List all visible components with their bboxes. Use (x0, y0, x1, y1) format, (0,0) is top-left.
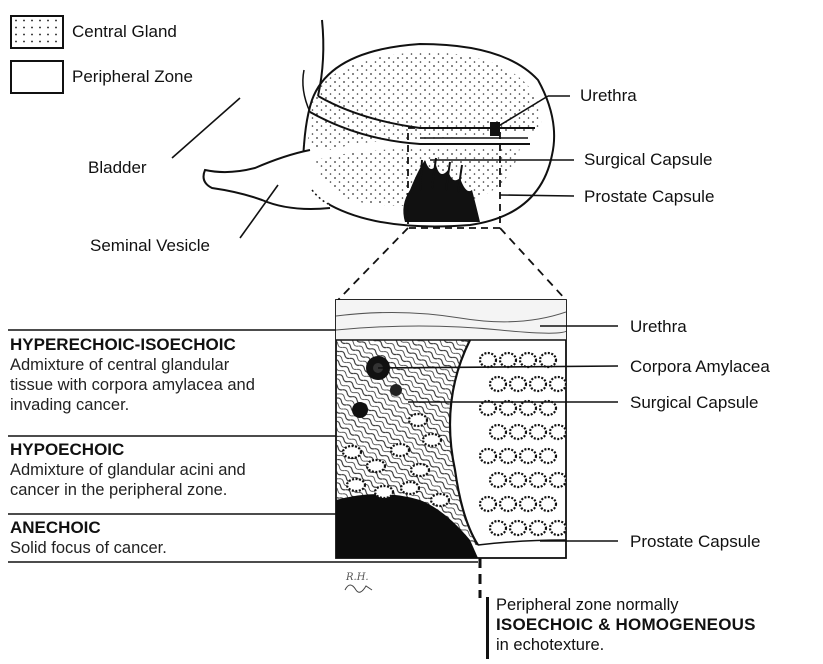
acinus (540, 353, 556, 367)
acinus (500, 353, 516, 367)
acinus (500, 449, 516, 463)
echo-zone-heading: ANECHOIC (10, 518, 167, 538)
corpora-amylacea-label: Corpora Amylacea (630, 357, 770, 377)
acinus (520, 353, 536, 367)
acinus (550, 473, 566, 487)
urethra-top-label: Urethra (580, 86, 637, 106)
prostate-capsule-detail-label: Prostate Capsule (630, 532, 760, 552)
acinus (530, 521, 546, 535)
echo-zone-line: invading cancer. (10, 395, 255, 415)
acinus (401, 482, 419, 494)
legend-central-gland-label: Central Gland (72, 22, 177, 42)
acinus (347, 479, 365, 491)
note-line3: in echotexture. (496, 635, 756, 655)
acinus (520, 497, 536, 511)
acinus (500, 497, 516, 511)
echo-zone-line: Admixture of central glandular (10, 355, 255, 375)
acinus (550, 425, 566, 439)
acinus (480, 353, 496, 367)
tissue-detail-panel (336, 300, 568, 558)
acinus (490, 377, 506, 391)
artist-signature-mark (345, 585, 372, 592)
acinus (391, 444, 409, 456)
acinus (411, 464, 429, 476)
echo-zone-hypoechoic: HYPOECHOIC Admixture of glandular acini … (10, 440, 246, 500)
acinus (530, 473, 546, 487)
echo-zone-line: Admixture of glandular acini and (10, 460, 246, 480)
acinus (530, 425, 546, 439)
echo-zone-hyperechoic: HYPERECHOIC-ISOECHOIC Admixture of centr… (10, 335, 255, 415)
echo-zone-line: Solid focus of cancer. (10, 538, 167, 558)
bladder-label: Bladder (88, 158, 147, 178)
urethra-detail-label: Urethra (630, 317, 687, 337)
note-line2-b: HOMOGENEOUS (616, 615, 756, 634)
acinus (423, 434, 441, 446)
acinus (490, 425, 506, 439)
acinus (510, 377, 526, 391)
peripheral-zone-note: Peripheral zone normally ISOECHOIC & HOM… (496, 595, 756, 655)
acinus (520, 401, 536, 415)
echo-zone-anechoic: ANECHOIC Solid focus of cancer. (10, 518, 167, 558)
echo-zone-heading: HYPOECHOIC (10, 440, 246, 460)
acinus (520, 449, 536, 463)
surgical-capsule-detail-label: Surgical Capsule (630, 393, 759, 413)
prostate-capsule-top-label: Prostate Capsule (584, 187, 714, 207)
note-line1-b: ne normally (593, 596, 678, 614)
legend-peripheral-zone-swatch (10, 60, 64, 94)
acinus (530, 377, 546, 391)
acinus (409, 414, 427, 426)
artist-signature: R.H. (346, 572, 369, 583)
acinus (500, 401, 516, 415)
acinus (540, 401, 556, 415)
acinus (490, 521, 506, 535)
acinus (431, 494, 449, 506)
acinus (540, 449, 556, 463)
echo-zone-line: cancer in the peripheral zone. (10, 480, 246, 500)
seminal-vesicle-label: Seminal Vesicle (90, 236, 210, 256)
legend-peripheral-zone-label: Peripheral Zone (72, 67, 193, 87)
echo-zone-heading: HYPERECHOIC-ISOECHOIC (10, 335, 255, 355)
acinus (490, 473, 506, 487)
note-line1-a: Peripheral zo (496, 596, 593, 614)
acinus (480, 449, 496, 463)
acinus (367, 460, 385, 472)
acinus (540, 497, 556, 511)
zoom-connectors (338, 228, 566, 300)
surgical-capsule-top-label: Surgical Capsule (584, 150, 713, 170)
echo-zone-line: tissue with corpora amylacea and (10, 375, 255, 395)
acinus (480, 401, 496, 415)
note-line2-a: ISOECHOIC & (496, 615, 611, 634)
acinus (550, 521, 566, 535)
legend-central-gland-swatch (10, 15, 64, 49)
acinus (510, 521, 526, 535)
acinus (375, 486, 393, 498)
acinus (343, 446, 361, 458)
acinus (510, 425, 526, 439)
acinus (510, 473, 526, 487)
acinus (550, 377, 566, 391)
acinus (480, 497, 496, 511)
